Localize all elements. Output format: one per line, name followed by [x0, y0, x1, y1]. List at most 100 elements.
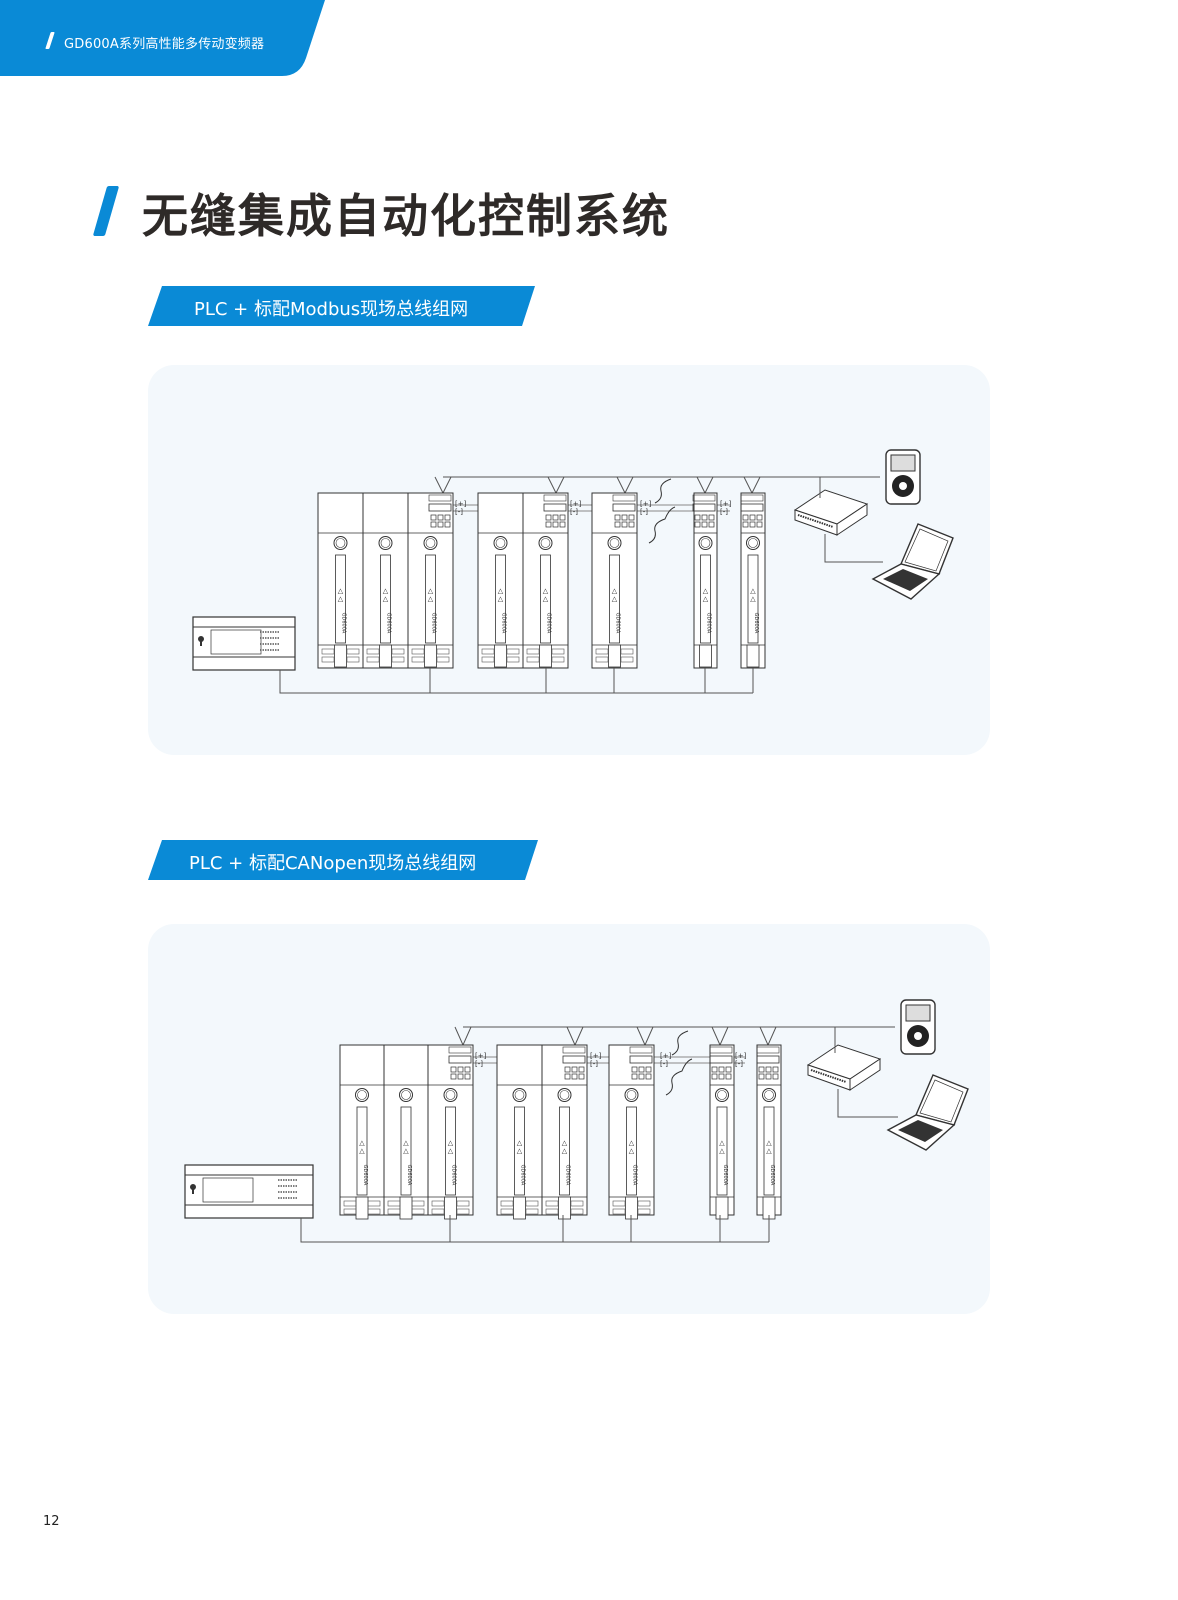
- terminal-block: [506, 656, 520, 663]
- section-tag-modbus: PLC + 标配Modbus现场总线组网: [148, 286, 538, 326]
- drive-module: △△GD600A: [541, 1044, 588, 1220]
- terminal-block: [570, 1200, 584, 1207]
- led-icon: [742, 521, 749, 528]
- led-icon: [638, 1073, 645, 1080]
- led-icon: [772, 1066, 779, 1073]
- led-icon: [628, 521, 635, 528]
- led-icon: [437, 521, 444, 528]
- led-icon: [457, 1073, 464, 1080]
- drive-model-label: GD600A: [406, 1165, 412, 1186]
- display-slot: [700, 554, 711, 644]
- connector: [558, 1196, 571, 1220]
- laptop-wire: [837, 1089, 898, 1118]
- diagram-panel-canopen: △△GD600A△△GD600A△△GD600A△△GD600A△△GD600A…: [148, 924, 990, 1314]
- terminal-block: [637, 1200, 651, 1207]
- page-number: 12: [43, 1514, 60, 1529]
- drive-model-label: GD600A: [546, 613, 552, 634]
- knob-icon: [495, 538, 506, 548]
- drive-model-label: GD600A: [501, 613, 507, 634]
- knob-icon: [335, 538, 346, 548]
- knob-icon: [559, 1090, 570, 1100]
- terminal-strip: [740, 494, 764, 502]
- terminal-strip: [756, 1046, 780, 1054]
- modbus-network-diagram: △△GD600A△△GD600A△△GD600A△△GD600A△△GD600A…: [192, 449, 954, 694]
- gateway-ports: [797, 514, 834, 528]
- drive-module: △△GD600A: [362, 492, 409, 669]
- knob-icon: [355, 1088, 369, 1102]
- display-slot: [495, 554, 506, 644]
- warning-icon: △: [428, 595, 434, 603]
- drive-module: △△GD600A: [477, 492, 524, 669]
- warning-icon: △: [543, 595, 549, 603]
- drive-module: △△GD600A: [407, 492, 454, 669]
- knob-icon: [423, 536, 438, 550]
- connector: [379, 644, 392, 668]
- connector: [355, 1196, 369, 1220]
- led-icon: [758, 1066, 765, 1073]
- terminal-strip: [612, 503, 636, 512]
- drive-model-label: GD600A: [632, 1165, 638, 1186]
- terminal-strip: [612, 494, 636, 502]
- display-slot: [356, 1106, 368, 1196]
- warning-icon: △: [750, 587, 756, 595]
- led-icon: [756, 514, 763, 521]
- warning-icon: △: [612, 587, 618, 595]
- connector: [494, 644, 507, 668]
- warning-icon: △: [719, 1147, 725, 1155]
- led-icon: [450, 1066, 457, 1073]
- drive-module: △△GD600A: [339, 1044, 385, 1220]
- drive-model-label: GD600A: [341, 613, 347, 634]
- terminal-block: [411, 648, 425, 655]
- warning-icon: △: [403, 1139, 409, 1147]
- led-icon: [749, 521, 756, 528]
- laptop-screen: [919, 1079, 964, 1123]
- connector: [424, 644, 437, 668]
- terminal-block: [526, 648, 540, 655]
- warning-icon: △: [498, 587, 504, 595]
- plc-panel: [202, 1177, 254, 1203]
- drive-model-label: GD600A: [565, 1165, 571, 1186]
- warning-icon: △: [428, 587, 434, 595]
- display-slot: [400, 1106, 412, 1196]
- connector: [513, 1196, 526, 1220]
- warning-icon: △: [338, 595, 344, 603]
- bus-minus-label: [-]: [455, 508, 463, 516]
- knob-icon: [700, 538, 711, 548]
- terminal-block: [343, 1208, 357, 1215]
- display-slot: [380, 554, 391, 644]
- display-slot: [540, 554, 551, 644]
- warning-icon: △: [448, 1147, 454, 1155]
- terminal-block: [411, 656, 425, 663]
- terminal-block: [506, 648, 520, 655]
- warning-icon: △: [562, 1139, 568, 1147]
- display-slot: [716, 1106, 728, 1196]
- knob-icon: [607, 536, 622, 550]
- drive-module: △△GD600A: [496, 1044, 543, 1220]
- led-icon: [711, 1073, 718, 1080]
- drive-model-label: GD600A: [386, 613, 392, 634]
- terminal-block: [391, 656, 405, 663]
- bus-plus-label: [+]: [640, 500, 652, 508]
- terminal-strip: [428, 494, 452, 502]
- led-icon: [437, 514, 444, 521]
- terminal-block: [321, 648, 335, 655]
- cable-break-icon: [654, 478, 672, 504]
- display-slot: [335, 554, 346, 644]
- terminal-block: [612, 1208, 626, 1215]
- terminal-block: [525, 1200, 539, 1207]
- title-slash-icon: [92, 186, 120, 236]
- bus-drop: [454, 1026, 472, 1047]
- plc-panel: [210, 629, 262, 655]
- terminal-strip: [448, 1046, 472, 1054]
- drive-module: △△GD600A: [522, 492, 569, 669]
- knob-icon: [609, 538, 620, 548]
- keypad-device: [900, 999, 936, 1055]
- led-icon: [552, 521, 559, 528]
- cable-break-icon: [648, 506, 676, 544]
- led-icon: [464, 1073, 471, 1080]
- warning-icon: △: [766, 1147, 772, 1155]
- terminal-block: [545, 1200, 559, 1207]
- gateway-device: [806, 1044, 882, 1091]
- led-icon: [742, 514, 749, 521]
- warning-icon: △: [629, 1147, 635, 1155]
